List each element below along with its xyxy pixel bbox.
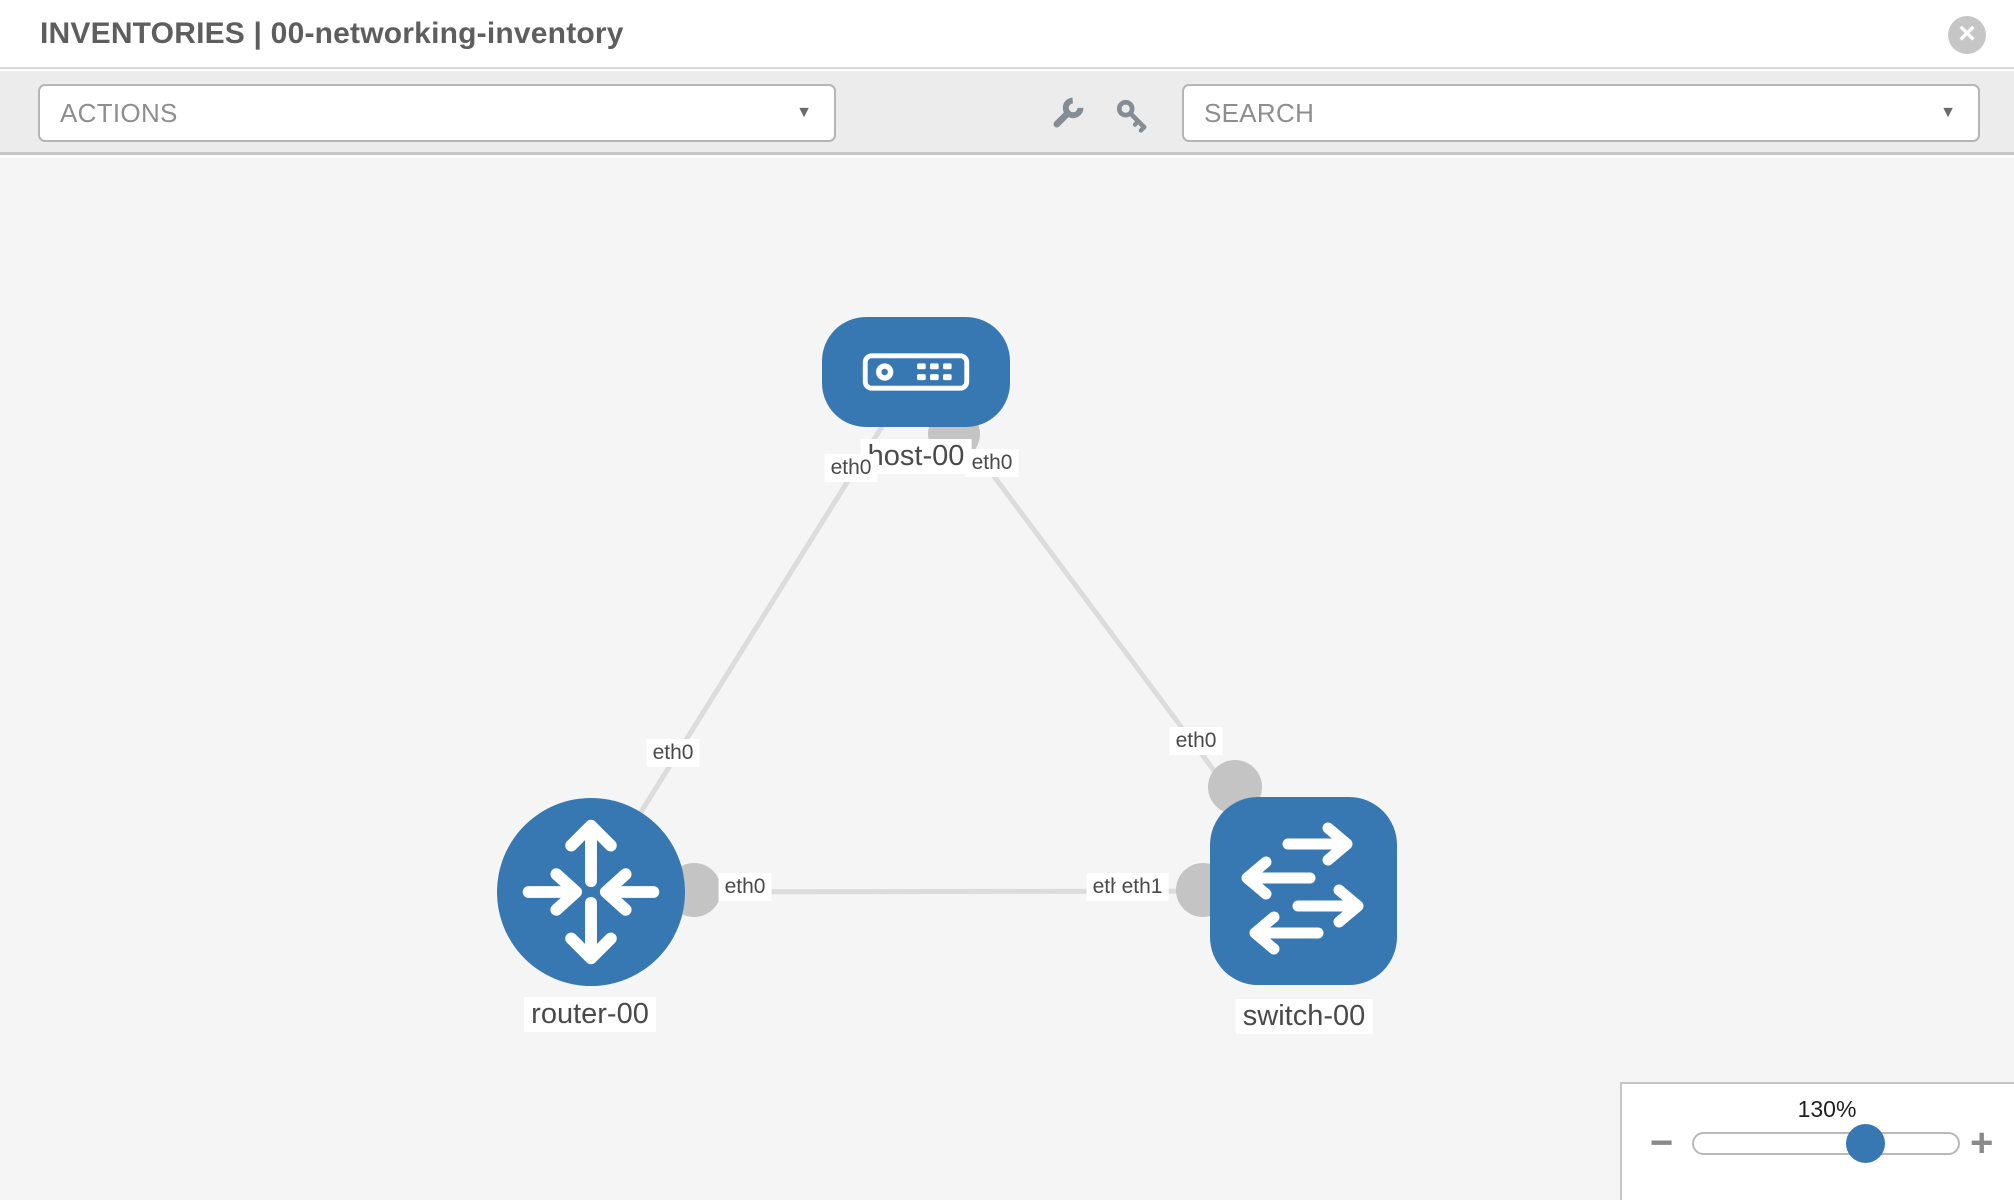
wrench-icon[interactable] [1046, 93, 1088, 135]
router-icon [522, 819, 660, 965]
chevron-down-icon: ▼ [796, 104, 812, 121]
node-router-00[interactable] [497, 798, 685, 986]
zoom-panel: 130% − + [1620, 1082, 2014, 1200]
node-host-00[interactable] [822, 317, 1010, 427]
interface-label-router-eth0-to-host: eth0 [646, 739, 700, 767]
page-header: INVENTORIES | 00-networking-inventory × [0, 0, 2014, 69]
node-switch-00[interactable] [1210, 797, 1397, 985]
node-label-switch-00: switch-00 [1235, 999, 1373, 1034]
actions-dropdown[interactable]: ACTIONS ▼ [38, 84, 836, 142]
node-label-router-00: router-00 [524, 997, 656, 1032]
zoom-level-text: 130% [1797, 1096, 1857, 1122]
host-icon [862, 353, 970, 391]
interface-label-switch-eth1-to-router: eth1 [1115, 873, 1169, 901]
interface-label-host-eth0-to-router: eth0 [824, 454, 878, 482]
interface-label-router-eth0-to-switch: eth0 [718, 873, 772, 901]
close-icon[interactable]: × [1948, 16, 1986, 54]
key-icon[interactable] [1114, 97, 1152, 135]
chevron-down-icon: ▼ [1940, 104, 1956, 121]
page-title: INVENTORIES | 00-networking-inventory [40, 17, 624, 50]
zoom-out-button[interactable]: − [1650, 1121, 1674, 1165]
switch-icon [1241, 822, 1364, 955]
interface-label-host-eth0-to-switch: eth0 [965, 449, 1019, 477]
search-dropdown-label: SEARCH [1204, 98, 1315, 128]
toolbar: ACTIONS ▼ SEARCH ▼ [0, 71, 2014, 155]
zoom-slider-track[interactable] [1692, 1132, 1960, 1155]
actions-dropdown-label: ACTIONS [60, 98, 178, 128]
zoom-slider-knob[interactable] [1846, 1124, 1885, 1163]
search-dropdown[interactable]: SEARCH ▼ [1182, 84, 1980, 142]
interface-label-switch-eth0-to-host: eth0 [1169, 727, 1223, 755]
topology-canvas[interactable]: host-00 router-00 switch-00 eth0 eth0 et… [0, 158, 2014, 1200]
zoom-in-button[interactable]: + [1970, 1121, 1994, 1165]
